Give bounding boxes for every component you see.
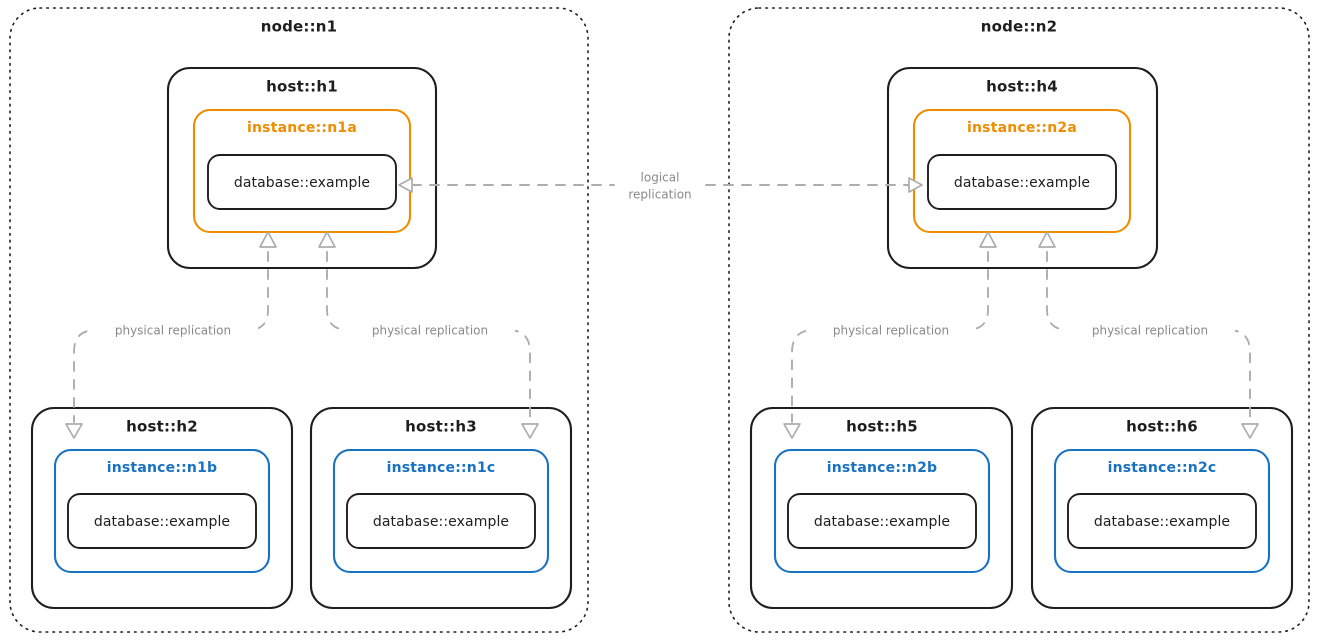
physical-replication-edge-h1-h2[interactable]: physical replication [65,231,277,439]
logical-replication-arrowhead-right [908,177,923,193]
physical-replication-arrowhead-h4-right [1038,231,1056,248]
database-frame-h3[interactable] [346,493,536,549]
logical-replication-arrowhead-left [398,177,413,193]
physical-replication-arrowhead-h4-left [979,231,997,248]
database-label-h6: database::example [1094,514,1230,530]
instance-frame-n2c[interactable] [1053,448,1271,574]
node-frame-n2[interactable] [728,7,1310,633]
instance-frame-n2a[interactable] [912,108,1132,234]
host-group-h3[interactable]: host::h3 instance::n1c database::example [309,406,573,610]
database-label-h3: database::example [373,514,509,530]
host-label-h5: host::h5 [846,418,918,436]
instance-label-n1c: instance::n1c [387,460,496,476]
database-frame-h6[interactable] [1067,493,1257,549]
physical-replication-edge-h1-h3[interactable]: physical replication [318,231,539,439]
host-label-h6: host::h6 [1126,418,1198,436]
host-group-h5[interactable]: host::h5 instance::n2b database::example [749,406,1014,610]
logical-replication-label-line1: logical [641,171,680,185]
physical-replication-arrowhead-h1-right [318,231,336,248]
instance-frame-n2b[interactable] [773,448,991,574]
logical-replication-label-line2: replication [628,188,691,202]
logical-replication-edge[interactable]: logical replication [398,171,923,202]
node-frame-n1[interactable] [9,7,589,633]
host-label-h2: host::h2 [126,418,198,436]
host-label-h3: host::h3 [405,418,477,436]
host-group-h6[interactable]: host::h6 instance::n2c database::example [1030,406,1294,610]
instance-label-n1b: instance::n1b [107,460,218,476]
database-frame-h4[interactable] [927,154,1117,210]
database-label-h5: database::example [814,514,950,530]
physical-replication-label-h1-h2: physical replication [115,324,231,338]
physical-replication-edge-h4-h5[interactable]: physical replication [783,231,997,439]
physical-replication-label-h4-h5: physical replication [833,324,949,338]
physical-replication-label-h4-h6: physical replication [1092,324,1208,338]
physical-replication-label-h1-h3: physical replication [372,324,488,338]
database-label-h1: database::example [234,175,370,191]
physical-replication-label-bg-h1-h3 [345,324,515,338]
database-frame-h2[interactable] [67,493,257,549]
physical-replication-arrowhead-h1-left [259,231,277,248]
physical-replication-edge-h4-h6[interactable]: physical replication [1038,231,1259,439]
node-label-n2: node::n2 [981,18,1058,36]
database-label-h4: database::example [954,175,1090,191]
physical-replication-arrowhead-h6 [1241,423,1259,439]
node-label-n1: node::n1 [261,18,338,36]
database-label-h2: database::example [94,514,230,530]
database-frame-h5[interactable] [787,493,977,549]
physical-replication-label-bg-h1-h2 [88,324,258,338]
host-group-h4[interactable]: host::h4 instance::n2a database::example [886,66,1159,270]
physical-replication-label-bg-h4-h5 [806,324,976,338]
physical-replication-arrowhead-h5 [783,423,801,439]
database-frame-h1[interactable] [207,154,397,210]
instance-label-n2a: instance::n2a [967,120,1077,136]
node-group-n2[interactable]: node::n2 [728,7,1310,633]
instance-frame-n1c[interactable] [332,448,550,574]
instance-label-n2c: instance::n2c [1108,460,1217,476]
instance-frame-n1a[interactable] [192,108,412,234]
host-group-h2[interactable]: host::h2 instance::n1b database::example [30,406,294,610]
instance-frame-n1b[interactable] [53,448,271,574]
host-label-h1: host::h1 [266,78,338,96]
physical-replication-arrowhead-h3 [521,423,539,439]
physical-replication-label-bg-h4-h6 [1065,324,1235,338]
instance-label-n2b: instance::n2b [827,460,938,476]
node-group-n1[interactable]: node::n1 [9,7,589,633]
physical-replication-arrowhead-h2 [65,423,83,439]
host-group-h1[interactable]: host::h1 instance::n1a database::example [166,66,438,270]
instance-label-n1a: instance::n1a [247,120,357,136]
host-label-h4: host::h4 [986,78,1058,96]
